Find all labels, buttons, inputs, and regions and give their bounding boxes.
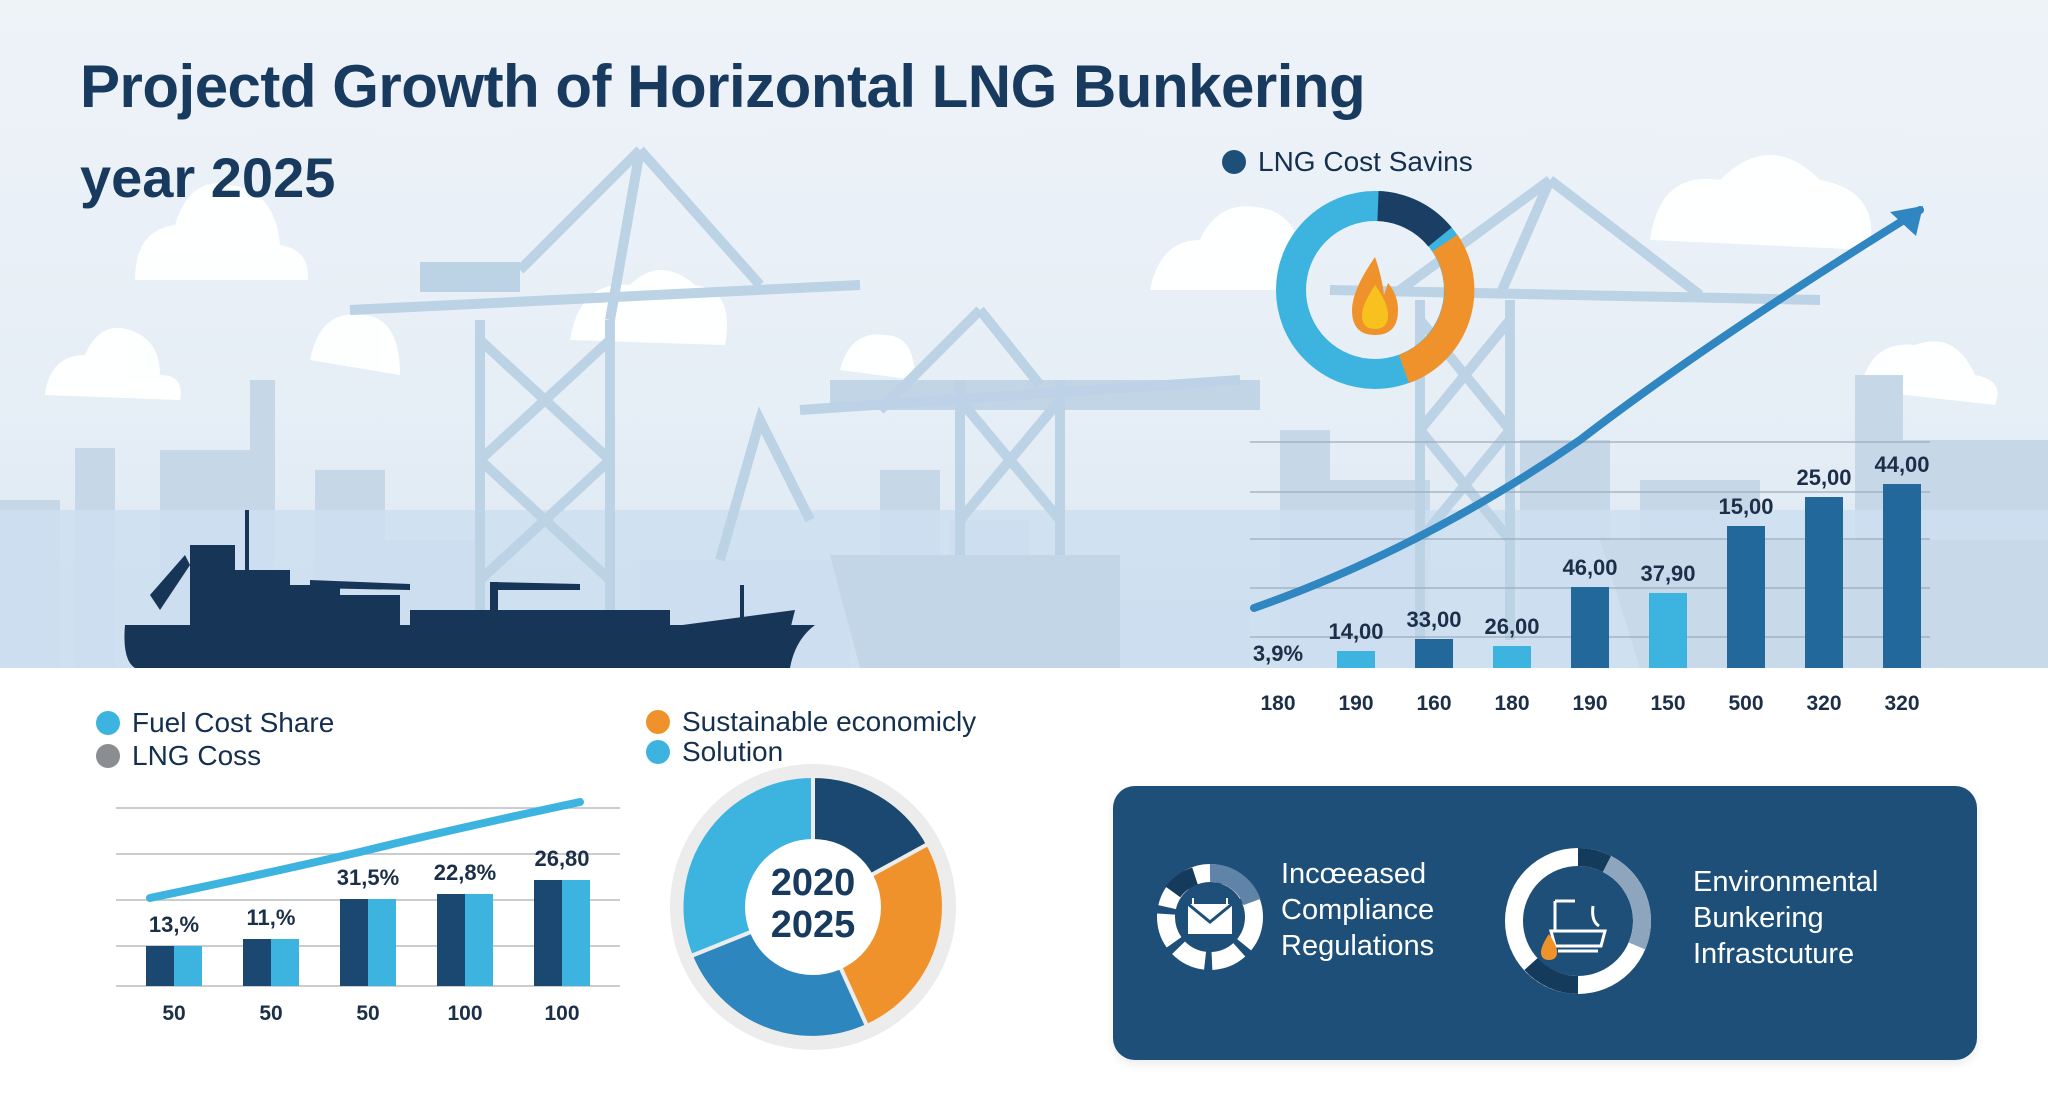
growth-x-tick: 160 — [1416, 692, 1452, 715]
fuel-cost-bar — [534, 880, 562, 986]
lng-cost-savings-donut — [1276, 191, 1475, 389]
legend-dot — [1222, 150, 1246, 174]
legend-label: LNG Coss — [132, 740, 262, 771]
growth-bar-value: 37,90 — [1640, 561, 1696, 586]
growth-bar-value: 3,9% — [1252, 641, 1304, 666]
fuel-drop-icon — [1541, 934, 1557, 960]
fuel-cost-bar-value: 22,8% — [433, 860, 497, 885]
growth-bar — [1649, 593, 1687, 668]
fuel-cost-bar — [146, 946, 174, 986]
fuel-cost-bar — [243, 939, 271, 986]
growth-bar-value: 14,00 — [1328, 619, 1384, 644]
growth-x-tick: 500 — [1728, 692, 1764, 715]
hero-background: Projectd Growth of Horizontal LNG Bunker… — [0, 0, 2048, 668]
growth-bar-value: 25,00 — [1796, 465, 1852, 490]
fuel-cost-bar-value: 26,80 — [534, 846, 590, 871]
fuel-cost-x-tick: 50 — [162, 1002, 186, 1025]
growth-x-tick: 180 — [1494, 692, 1530, 715]
growth-bar — [1883, 484, 1921, 668]
page-subtitle: year 2025 — [80, 146, 336, 209]
pie-center-year-start: 2020 — [770, 862, 856, 904]
growth-x-tick: 320 — [1806, 692, 1842, 715]
growth-bar-value: 46,00 — [1562, 555, 1618, 580]
legend-lng-coss: LNG Coss — [96, 740, 261, 772]
fuel-cost-bar — [562, 880, 590, 986]
fuel-cost-bar — [437, 894, 465, 986]
fuel-cost-bar-value: 11,% — [246, 905, 296, 930]
fuel-cost-bar — [465, 894, 493, 986]
legend-label: LNG Cost Savins — [1258, 146, 1473, 177]
fuel-cost-bar — [271, 939, 299, 986]
growth-bar — [1415, 639, 1453, 668]
growth-x-tick: 320 — [1884, 692, 1920, 715]
legend-dot — [96, 711, 120, 735]
growth-bar — [1727, 526, 1765, 668]
legend-label: Fuel Cost Share — [132, 707, 335, 738]
growth-bars-container: 3,9% 14,00 33,00 26,00 46,00 37,90 15,00 25,00 4… — [1240, 420, 2040, 668]
legend-sustainable: Sustainable economicly — [646, 706, 976, 738]
fuel-cost-bar — [340, 899, 368, 986]
fuel-cost-x-tick: 100 — [544, 1002, 580, 1025]
legend-label: Solution — [682, 736, 784, 767]
growth-bar-value: 33,00 — [1406, 607, 1462, 632]
legend-fuel-cost-share: Fuel Cost Share — [96, 707, 334, 739]
pie-center-year-end: 2025 — [770, 904, 856, 946]
fuel-cost-bar — [368, 899, 396, 986]
growth-x-tick: 180 — [1260, 692, 1296, 715]
growth-bar — [1805, 497, 1843, 668]
legend-dot — [646, 710, 670, 734]
legend-dot — [646, 740, 670, 764]
fuel-cost-x-tick: 50 — [259, 1002, 283, 1025]
fuel-cost-x-tick: 100 — [447, 1002, 483, 1025]
compliance-text: Incœeased Compliance Regulations — [1281, 858, 1435, 962]
growth-bar-value: 15,00 — [1718, 494, 1774, 519]
fuel-cost-bars-container: 13,% 11,% 31,5% 22,8% 26,80 — [110, 790, 630, 986]
arrow-head-icon — [1890, 206, 1923, 236]
growth-x-tick: 190 — [1572, 692, 1608, 715]
sustainability-pie-chart — [670, 764, 956, 1050]
growth-x-tick: 150 — [1650, 692, 1686, 715]
growth-bar — [1493, 646, 1531, 668]
growth-x-tick: 190 — [1338, 692, 1374, 715]
fuel-cost-x-tick: 50 — [356, 1002, 380, 1025]
fuel-cost-bar — [174, 946, 202, 986]
growth-bar — [1337, 651, 1375, 668]
pie-center-years: 2020 2025 — [743, 862, 883, 946]
port-skyline-illustration — [0, 146, 2048, 668]
legend-dot — [96, 744, 120, 768]
highlights-panel: Incœeased Compliance Regulations Environ… — [1113, 786, 1977, 1060]
growth-bar-value: 44,00 — [1874, 452, 1930, 477]
legend-lng-cost-savings: LNG Cost Savins — [1222, 146, 1473, 178]
legend-label: Sustainable economicly — [682, 706, 977, 737]
ship-silhouette — [124, 510, 815, 668]
fuel-cost-bar-value: 31,5% — [336, 865, 400, 890]
infrastructure-ring — [1505, 848, 1652, 994]
fuel-cost-trend-line — [146, 798, 584, 902]
growth-bar-value: 26,00 — [1484, 614, 1540, 639]
envelope-icon — [1187, 898, 1233, 934]
growth-bar — [1571, 587, 1609, 668]
fuel-cost-bar-value: 13,% — [148, 912, 200, 937]
legend-solution: Solution — [646, 736, 783, 768]
ship-fuel-icon — [1549, 899, 1607, 953]
flame-icon — [1352, 257, 1398, 335]
compliance-ring — [1157, 864, 1263, 970]
infrastructure-text: Environmental Bunkering Infrastcuture — [1693, 866, 1879, 970]
page-title: Projectd Growth of Horizontal LNG Bunker… — [80, 53, 1366, 120]
growth-trend-arrow — [1250, 206, 1924, 612]
